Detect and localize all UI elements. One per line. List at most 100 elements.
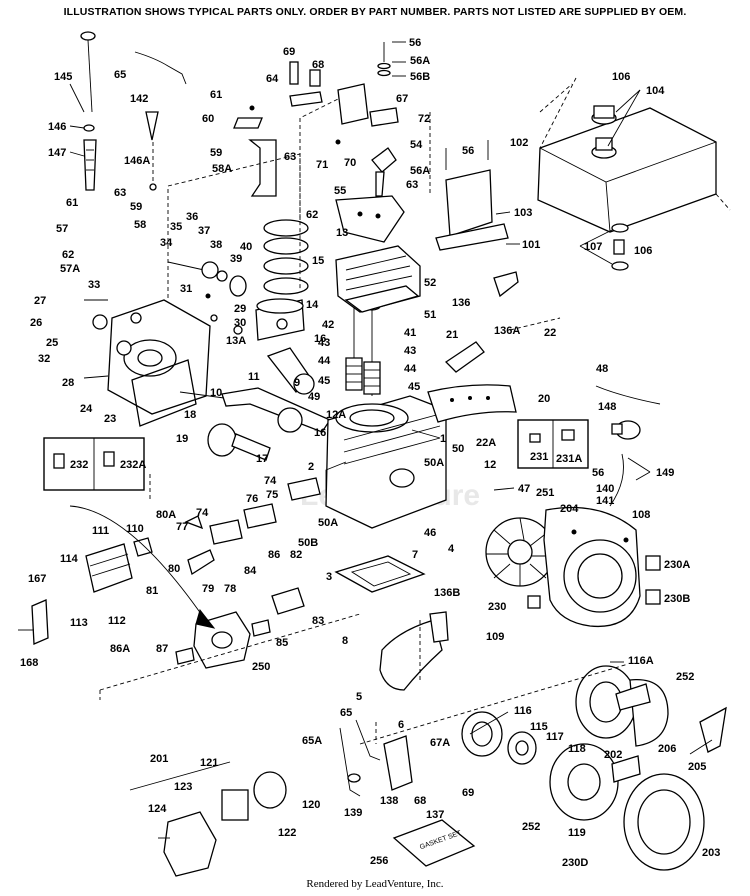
label-17: 17 — [256, 453, 268, 465]
label-22: 22 — [544, 327, 556, 339]
label-87: 87 — [156, 643, 168, 655]
connecting-rod — [266, 347, 315, 395]
label-67: 67 — [396, 93, 408, 105]
label-109: 109 — [486, 631, 504, 643]
spring-link-assembly — [289, 61, 399, 145]
label-148: 148 — [598, 401, 616, 413]
label-58A: 58A — [212, 163, 232, 175]
label-6: 6 — [398, 719, 404, 731]
carb-gaskets — [187, 549, 305, 637]
ignition-module-148 — [595, 385, 661, 440]
label-230D: 230D — [562, 857, 588, 869]
label-16: 16 — [314, 333, 326, 345]
label-15: 15 — [312, 255, 324, 267]
ground-wire-149 — [609, 453, 624, 507]
bolt-detail-box-232[interactable] — [43, 437, 145, 491]
control-bracket-55 — [335, 195, 405, 243]
governor-bracket — [233, 105, 277, 197]
fuel-fittings-107 — [611, 223, 629, 271]
label-44-b: 44 — [404, 363, 417, 375]
label-230A: 230A — [664, 559, 690, 571]
crankshaft — [179, 387, 331, 433]
breather-and-gaskets — [184, 477, 321, 545]
label-13A: 13A — [226, 335, 246, 347]
label-167: 167 — [28, 573, 46, 585]
crankcase-cover-assembly — [83, 299, 211, 427]
label-65-top: 65 — [114, 69, 126, 81]
label-106: 106 — [612, 71, 630, 83]
label-63: 63 — [284, 151, 296, 163]
label-84: 84 — [244, 565, 257, 577]
label-56-b: 56 — [462, 145, 474, 157]
label-205: 205 — [688, 761, 706, 773]
stop-switch-box-231[interactable] — [517, 419, 589, 469]
pulley-115 — [507, 731, 537, 765]
screen-203 — [623, 773, 705, 871]
spark-plug-63 — [371, 147, 397, 197]
starter-handle-206 — [699, 706, 727, 753]
label-108: 108 — [632, 509, 650, 521]
label-5: 5 — [356, 691, 362, 703]
governor-link-65 — [134, 51, 187, 85]
label-42: 42 — [322, 319, 334, 331]
label-19: 19 — [176, 433, 188, 445]
label-16-b: 16 — [314, 427, 326, 439]
governor-gear-assembly — [167, 261, 247, 335]
starter-screen-116A — [575, 665, 637, 739]
label-75: 75 — [266, 489, 278, 501]
label-56A: 56A — [410, 55, 430, 67]
air-baffle-20 — [427, 384, 517, 423]
label-78: 78 — [224, 583, 236, 595]
label-74: 74 — [264, 475, 277, 487]
baffle-136 — [493, 271, 519, 298]
label-116A: 116A — [628, 655, 654, 667]
label-29: 29 — [234, 303, 246, 315]
label-65A: 65A — [302, 735, 322, 747]
label-230B: 230B — [664, 593, 690, 605]
shroud-103 — [435, 140, 509, 251]
label-1: 1 — [440, 433, 446, 445]
part-labels: 56 56A 56B 69 68 64 67 72 61 60 145 65 1… — [20, 37, 720, 869]
label-62: 62 — [306, 209, 318, 221]
label-20: 20 — [538, 393, 550, 405]
label-62-b: 62 — [62, 249, 74, 261]
baffle-5 — [379, 611, 449, 691]
label-31: 31 — [180, 283, 192, 295]
cam-gear-19 — [207, 423, 271, 461]
label-149: 149 — [656, 467, 674, 479]
label-203: 203 — [702, 847, 720, 859]
label-71: 71 — [316, 159, 328, 171]
diagram-header: ILLUSTRATION SHOWS TYPICAL PARTS ONLY. O… — [63, 6, 687, 18]
label-50: 50 — [452, 443, 464, 455]
label-80: 80 — [168, 563, 180, 575]
label-61: 61 — [210, 89, 222, 101]
label-146A: 146A — [124, 155, 150, 167]
label-23: 23 — [104, 413, 116, 425]
label-43: 43 — [318, 337, 330, 349]
label-60: 60 — [202, 113, 214, 125]
label-85: 85 — [276, 637, 288, 649]
label-110: 110 — [126, 523, 144, 535]
label-43-b: 43 — [404, 345, 416, 357]
label-86: 86 — [268, 549, 280, 561]
label-56-c: 56 — [592, 467, 604, 479]
label-206: 206 — [658, 743, 676, 755]
label-103: 103 — [514, 207, 532, 219]
label-83: 83 — [312, 615, 324, 627]
cylinder-head-52 — [335, 245, 421, 313]
label-9: 9 — [294, 377, 300, 389]
label-28: 28 — [62, 377, 74, 389]
label-231: 231 — [530, 451, 548, 463]
label-104: 104 — [646, 85, 665, 97]
flywheel-251 — [485, 517, 555, 587]
label-51: 51 — [424, 309, 436, 321]
exhaust-flange-110 — [133, 537, 153, 557]
label-59-b: 59 — [130, 201, 142, 213]
label-54: 54 — [410, 139, 423, 151]
label-24: 24 — [80, 403, 93, 415]
decals-230 — [527, 555, 661, 609]
label-55: 55 — [334, 185, 346, 197]
label-10: 10 — [210, 387, 222, 399]
label-48: 48 — [596, 363, 608, 375]
